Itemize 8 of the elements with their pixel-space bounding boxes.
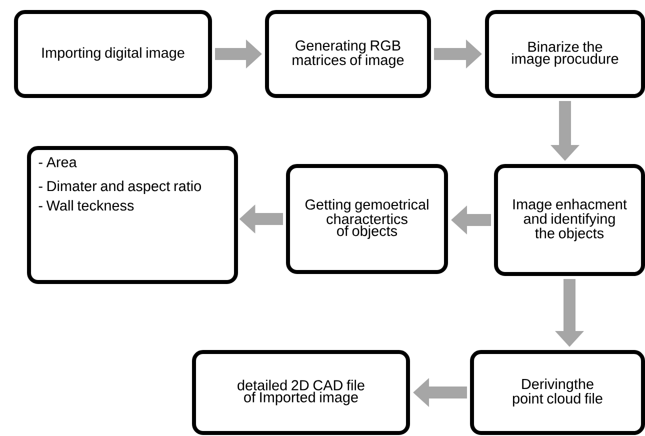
process-box: Generating RGB matrices of image [265,10,431,98]
list-box: - Area - Dimater and aspect ratio - Wall teckness [27,146,238,284]
process-box: Image enhacment and identifying the objects [494,164,645,276]
process-box: Getting gemoetrical charactertics of objects [286,164,448,274]
process-box: Derivingthe point cloud file [470,350,645,435]
process-box: Importing digital image [14,10,212,98]
process-box: Binarize the image procudure [485,10,645,98]
process-box: detailed 2D CAD file of Imported image [192,350,410,435]
